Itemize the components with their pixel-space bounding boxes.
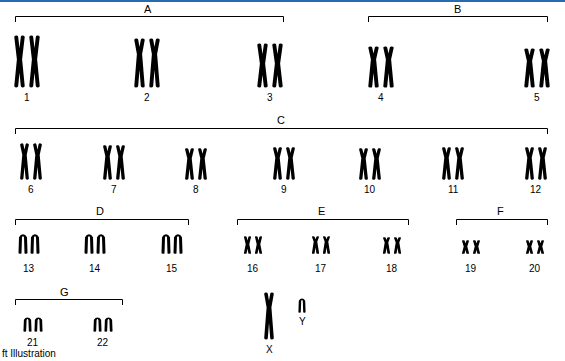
chromosome-number: 1: [24, 92, 30, 104]
group-letter: E: [318, 205, 325, 217]
chromosome-number: 11: [448, 184, 458, 196]
group-letter: A: [144, 3, 151, 15]
chromosome-number: 3: [267, 92, 273, 104]
group-letter: D: [96, 205, 104, 217]
chromosome-number: 12: [530, 184, 541, 196]
chromosome-number: 2: [144, 92, 150, 104]
chromosome-number: 6: [28, 184, 34, 196]
group-letter: B: [454, 3, 461, 15]
chromosome-number: 4: [378, 92, 384, 104]
chromosome-number: Y: [299, 316, 306, 328]
chromosome-number: 15: [166, 263, 177, 275]
chromosome-number: 17: [315, 263, 326, 275]
chromosome-number: 7: [111, 184, 117, 196]
chromosome-number: 20: [529, 263, 540, 275]
chromosome-number: 14: [89, 263, 100, 275]
chromosome-number: 8: [193, 184, 199, 196]
chromosome-number: 5: [534, 92, 540, 104]
chromosome-number: 22: [97, 337, 108, 349]
chromosome-number: 18: [386, 263, 397, 275]
chromosome-number: 9: [281, 184, 287, 196]
group-letter: F: [497, 205, 504, 217]
chromosome-number: 16: [247, 263, 258, 275]
group-letter: G: [60, 286, 69, 298]
group-letter: C: [277, 114, 285, 126]
watermark: ft Illustration: [2, 348, 56, 360]
chromosome-number: 13: [23, 263, 34, 275]
chromosome-number: 21: [27, 337, 38, 349]
chromosome-number: 10: [364, 184, 375, 196]
chromosome-number: X: [266, 344, 273, 356]
chromosome-number: 19: [465, 263, 476, 275]
